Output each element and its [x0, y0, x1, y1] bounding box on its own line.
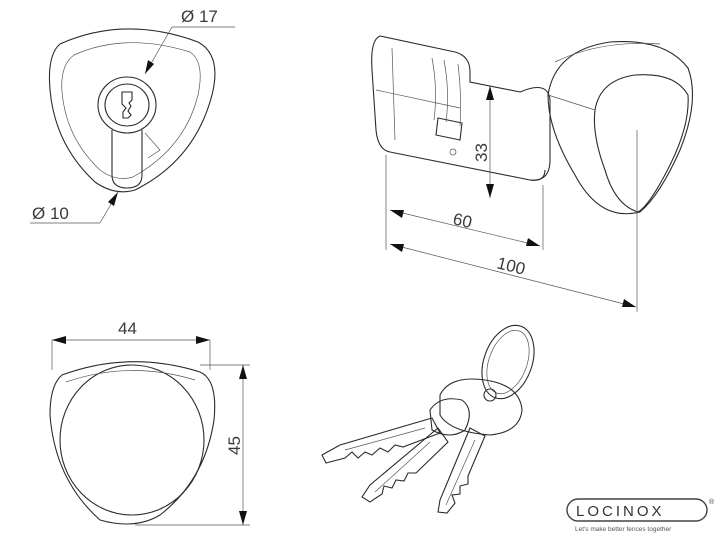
- side-knob-rim: [547, 43, 661, 111]
- key-head-2: [429, 398, 470, 436]
- dim-diameter-17: Ø 17: [181, 7, 218, 26]
- side-knob-face: [593, 74, 689, 213]
- l100-arrow-right: [622, 299, 636, 307]
- cam-detail: [144, 132, 161, 159]
- front-knob-inner-outline: [61, 42, 201, 179]
- dim-length-100: 100: [495, 253, 527, 278]
- dim-diameter-10: Ø 10: [32, 204, 69, 223]
- side-knob-outline: [547, 40, 694, 215]
- key-ring-inner: [486, 329, 530, 395]
- d17-arrow: [145, 60, 154, 74]
- d10-arrow: [108, 192, 118, 206]
- front-view: Ø 17 Ø 10: [30, 7, 235, 224]
- w44-arrow-right: [196, 336, 210, 344]
- knob-face: [59, 364, 205, 516]
- dim-length-60: 60: [451, 209, 474, 232]
- h45-arrow-bottom: [239, 511, 247, 525]
- h33-arrow-top: [486, 86, 494, 100]
- cylinder-body-left: [371, 35, 391, 153]
- l100-dim-line: [389, 243, 637, 308]
- key-blade-2: [361, 427, 449, 503]
- rosette-outer: [97, 76, 157, 134]
- key-ring: [481, 324, 535, 400]
- cylinder-body-top: [379, 35, 521, 93]
- logo-tagline: Let's make better fences together: [575, 526, 672, 533]
- key-hole: [483, 388, 497, 402]
- dim-height-45: 45: [225, 436, 244, 455]
- l60-arrow-left: [390, 210, 404, 218]
- locinox-logo: LOCINOX ® Let's make better fences toget…: [566, 498, 715, 533]
- knob-outline: [49, 361, 216, 525]
- side-view: 33 60 100: [371, 35, 694, 312]
- key-blade-grooves: [344, 427, 476, 506]
- h33-arrow-bottom: [486, 184, 494, 198]
- logo-registered: ®: [709, 498, 715, 506]
- key-blade-3: [437, 427, 486, 514]
- cylinder-stem: [111, 130, 143, 189]
- keys-illustration: [321, 324, 535, 514]
- knob-inner-rim: [65, 370, 196, 383]
- dim-height-33: 33: [472, 143, 491, 162]
- w44-arrow-left: [52, 336, 66, 344]
- cam: [435, 117, 463, 141]
- logo-frame: [566, 498, 708, 522]
- front-knob-outline: [48, 28, 216, 193]
- collar: [519, 86, 551, 181]
- key-blade-1: [321, 417, 441, 464]
- l60-arrow-right: [526, 238, 540, 246]
- dim-width-44: 44: [118, 319, 137, 338]
- ring-lines: [431, 57, 462, 127]
- knob-view: 44 45: [49, 319, 250, 526]
- keyway: [121, 91, 133, 119]
- rosette-inner: [104, 83, 150, 127]
- l100-arrow-left: [390, 244, 404, 252]
- l60-dim-line: [389, 209, 541, 247]
- h45-arrow-top: [239, 365, 247, 379]
- cylinder-body-bottom: [389, 151, 546, 181]
- logo-name: LOCINOX: [576, 503, 665, 520]
- key-head-1: [439, 378, 523, 436]
- body-mid-line: [375, 89, 461, 109]
- screw-hole: [449, 148, 457, 156]
